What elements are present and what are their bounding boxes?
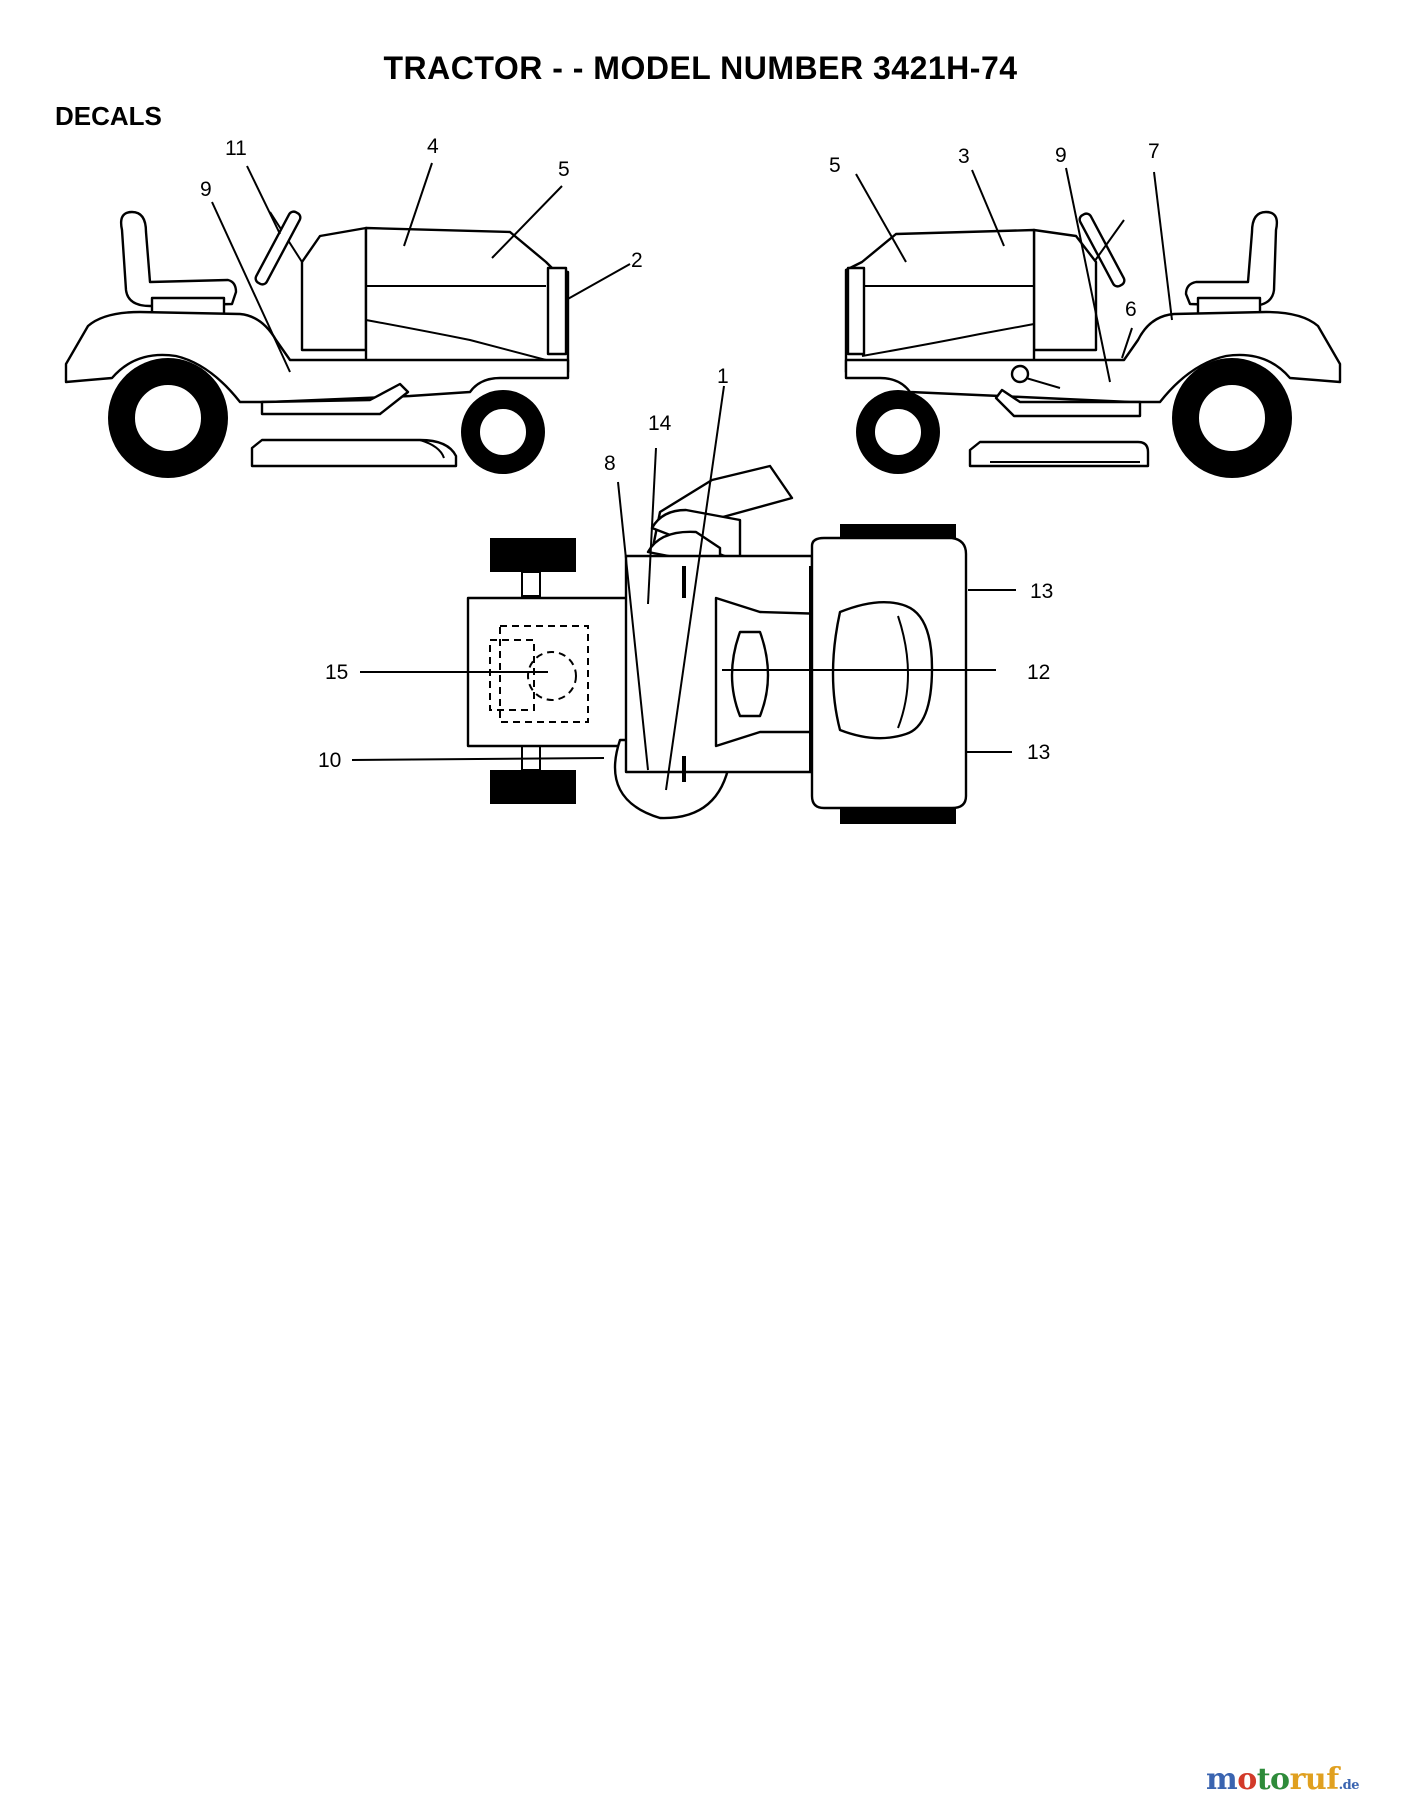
tractor-right-side-view [844,167,1342,478]
tractor-top-view [351,385,1016,824]
callout-top-8: 8 [604,452,616,475]
callout-top-14: 14 [648,412,672,435]
watermark-logo: motoruf.de [1205,1762,1360,1797]
callout-top-1: 1 [717,365,729,388]
callout-top-13b: 13 [1027,741,1050,764]
callout-right-3: 3 [958,145,970,168]
callout-left-2: 2 [631,249,643,272]
callout-right-9: 9 [1055,144,1067,167]
callout-top-12: 12 [1027,661,1050,684]
callout-left-9: 9 [200,178,212,201]
callout-right-5: 5 [829,154,841,177]
callout-right-7: 7 [1148,140,1160,163]
callout-right-6: 6 [1125,298,1137,321]
page-title: TRACTOR - - MODEL NUMBER 3421H-74 [383,50,1018,86]
section-heading: DECALS [55,101,162,131]
callout-left-11: 11 [225,137,247,160]
tractor-left-side-view [64,162,631,478]
callout-top-15: 15 [325,661,348,684]
callout-top-10: 10 [318,749,341,772]
callout-left-5: 5 [558,158,570,181]
callout-left-4: 4 [427,135,439,158]
callout-top-13a: 13 [1030,580,1053,603]
